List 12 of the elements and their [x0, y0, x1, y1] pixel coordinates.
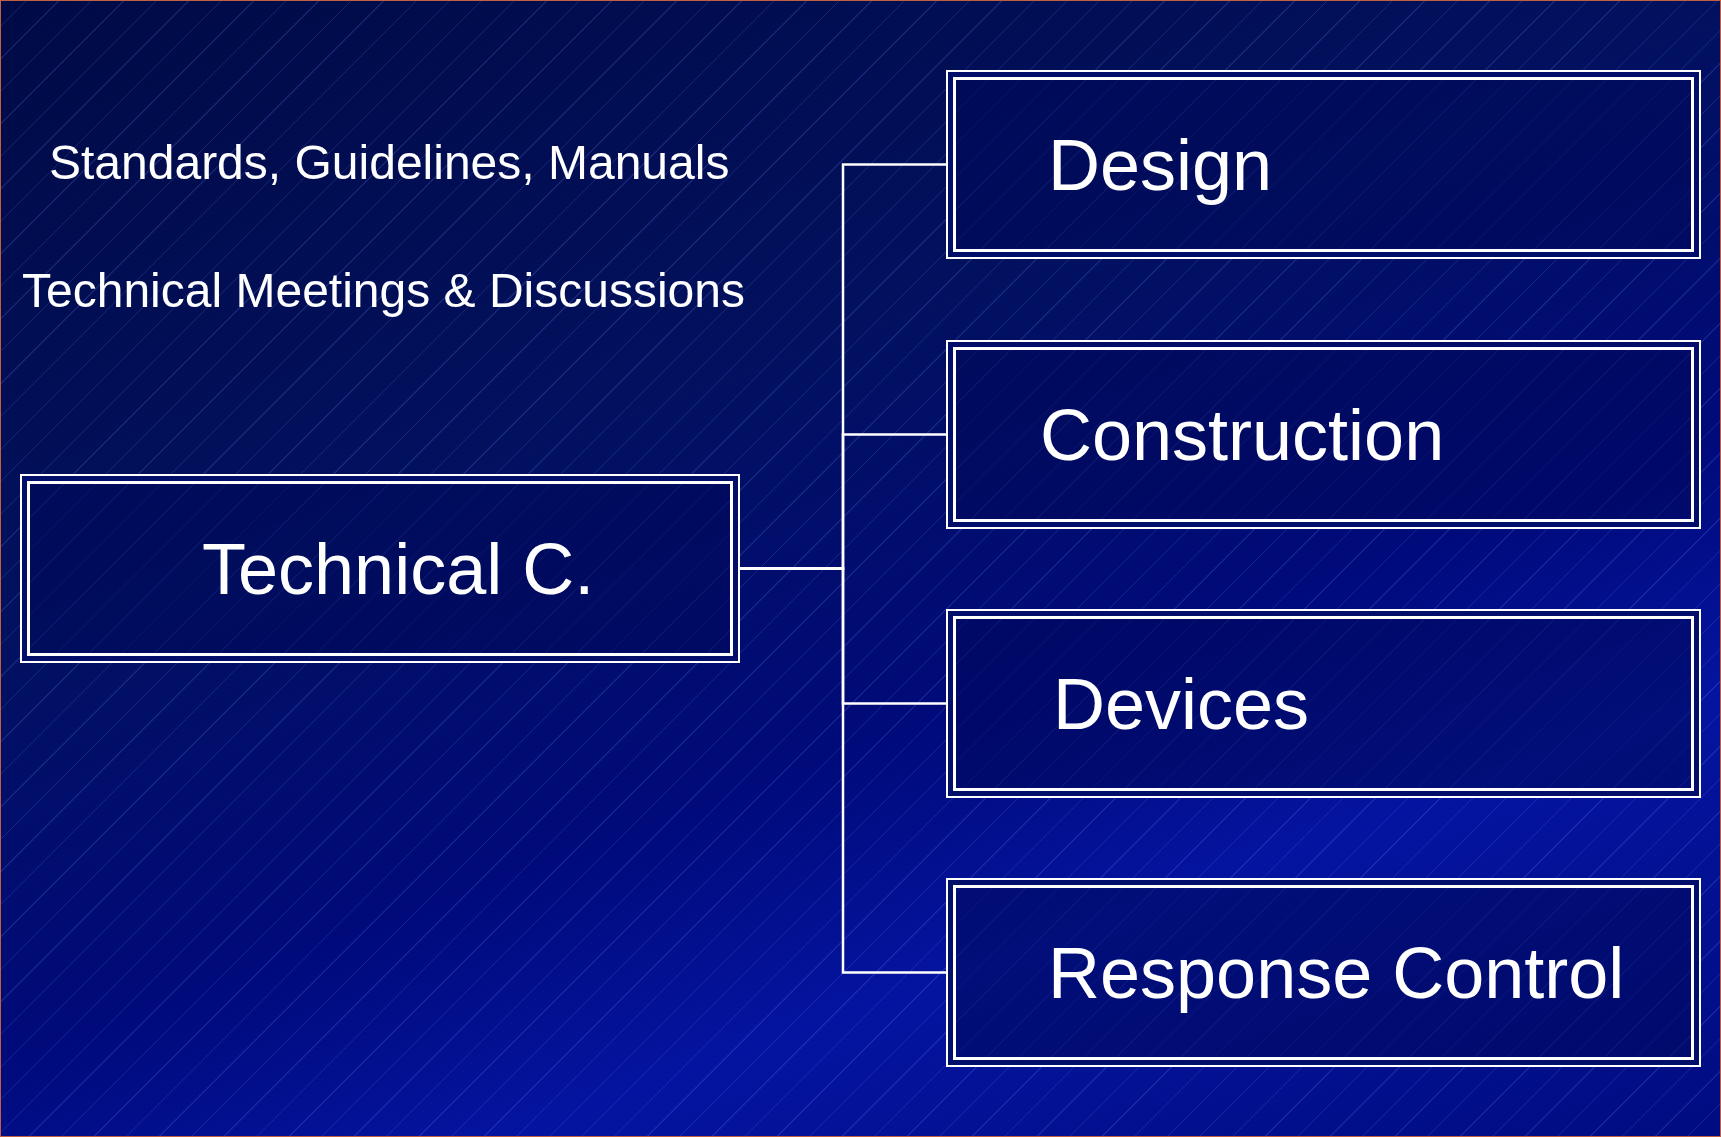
note-text: Standards, Guidelines, Manuals [49, 135, 730, 190]
note-text: Technical Meetings & Discussions [22, 263, 745, 318]
box-label: Devices [1053, 662, 1310, 745]
process-box [946, 878, 1701, 1067]
box-label: Design [1048, 123, 1273, 206]
process-box [20, 474, 740, 663]
box-label: Response Control [1048, 931, 1625, 1014]
process-box [946, 70, 1701, 259]
box-label: Construction [1040, 393, 1445, 476]
box-label: Technical C. [202, 527, 595, 610]
process-box [946, 340, 1701, 529]
process-box [946, 609, 1701, 798]
